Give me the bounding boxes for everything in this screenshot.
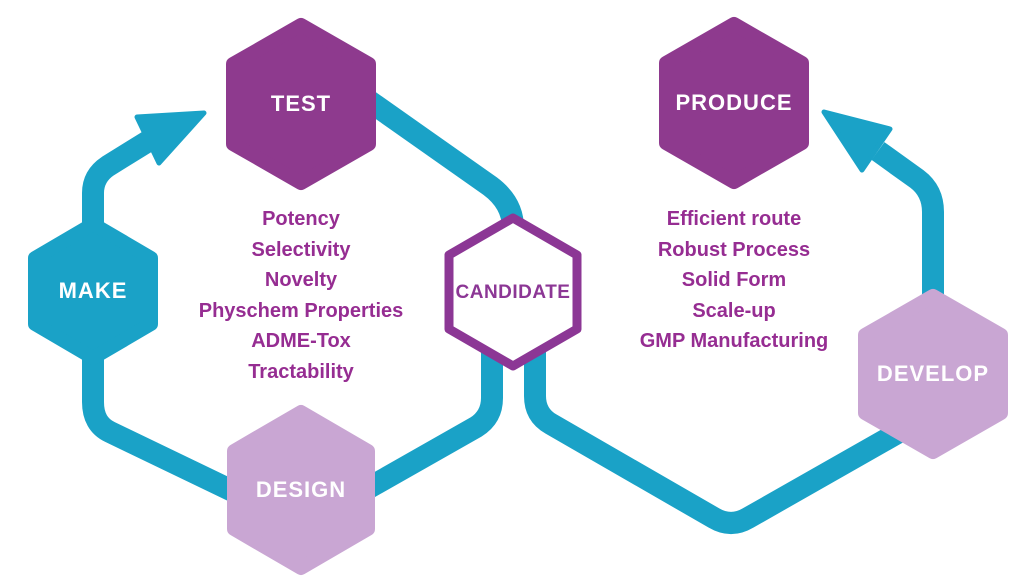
arrow-design-to-make bbox=[82, 335, 250, 507]
left-criteria-item: Novelty bbox=[264, 269, 338, 291]
arrow-make-to-test bbox=[82, 130, 156, 252]
design-label: DESIGN bbox=[255, 477, 347, 502]
develop-hexagon bbox=[858, 289, 1008, 459]
candidate-label: CANDIDATE bbox=[455, 282, 571, 303]
make-label: MAKE bbox=[58, 278, 128, 303]
teal-hexagon-group bbox=[28, 217, 158, 365]
produce-hexagon bbox=[659, 17, 809, 189]
lavender-hexagons bbox=[227, 289, 1008, 575]
right-criteria-item: Efficient route bbox=[666, 208, 802, 230]
right-criteria-item: Scale-up bbox=[692, 299, 776, 322]
left-criteria-item: Potency bbox=[262, 208, 340, 230]
right-criteria-item: Robust Process bbox=[657, 238, 811, 261]
right-criteria-item: Solid Form bbox=[681, 269, 787, 291]
test-label: TEST bbox=[270, 91, 332, 116]
candidate-hexagon bbox=[444, 213, 582, 371]
left-criteria-item: Selectivity bbox=[251, 238, 351, 261]
arrow-candidate-to-design bbox=[352, 345, 503, 504]
make-hexagon bbox=[28, 217, 158, 365]
arrowhead-to-test-icon bbox=[134, 110, 207, 166]
design-hexagon bbox=[227, 405, 375, 575]
right-criteria-list: Efficient route Robust Process Solid For… bbox=[564, 204, 904, 357]
arrowhead-to-produce-icon bbox=[821, 109, 893, 173]
produce-label: PRODUCE bbox=[675, 90, 793, 115]
arrow-candidate-to-develop bbox=[524, 345, 921, 534]
purple-hexagons bbox=[226, 17, 809, 190]
candidate-hexagon-group bbox=[444, 213, 582, 371]
left-criteria-list: Potency Selectivity Novelty Physchem Pro… bbox=[131, 204, 471, 387]
left-criteria-item: Physchem Properties bbox=[198, 299, 404, 322]
arrow-develop-to-produce bbox=[871, 142, 944, 335]
left-criteria-item: ADME-Tox bbox=[251, 330, 351, 352]
left-criteria-item: Tractability bbox=[248, 360, 354, 383]
test-hexagon bbox=[226, 18, 376, 190]
right-criteria-item: GMP Manufacturing bbox=[639, 330, 829, 352]
develop-label: DEVELOP bbox=[876, 361, 990, 386]
